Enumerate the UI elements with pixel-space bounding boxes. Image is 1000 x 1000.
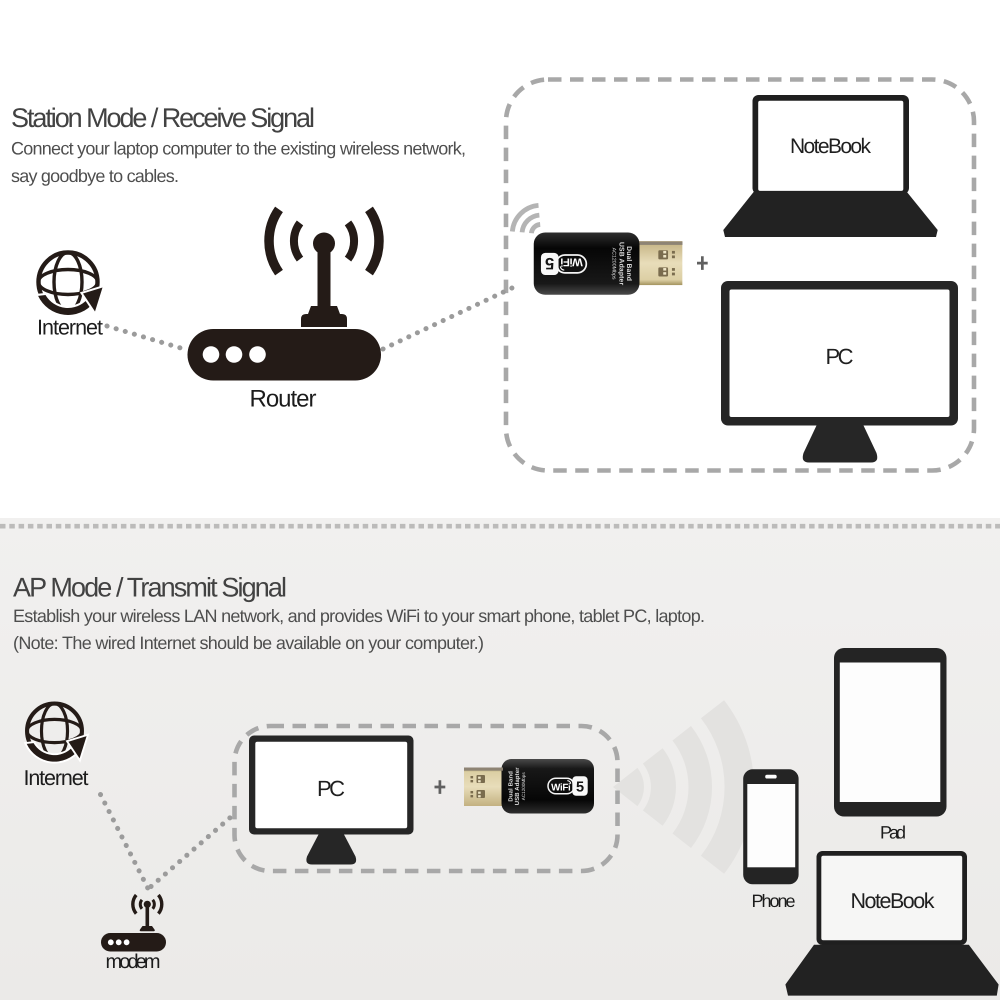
- svg-text:say goodbye to cables.: say goodbye to cables.: [11, 166, 179, 186]
- svg-text:(Note: The wired Internet shou: (Note: The wired Internet should be avai…: [13, 633, 484, 653]
- svg-text:Pad: Pad: [880, 823, 906, 843]
- svg-text:PC: PC: [317, 776, 345, 801]
- svg-text:Establish your wireless LAN ne: Establish your wireless LAN network, and…: [13, 606, 705, 626]
- svg-text:PC: PC: [826, 344, 854, 369]
- svg-text:NoteBook: NoteBook: [851, 889, 935, 913]
- svg-text:Internet: Internet: [37, 316, 103, 340]
- svg-text:modem: modem: [106, 951, 161, 973]
- svg-text:Internet: Internet: [24, 766, 89, 790]
- svg-text:Router: Router: [250, 386, 317, 413]
- svg-text:AP Mode / Transmit Signal: AP Mode / Transmit Signal: [13, 573, 287, 603]
- svg-text:Connect your laptop computer t: Connect your laptop computer to the exis…: [11, 139, 466, 159]
- svg-text:Phone: Phone: [752, 891, 796, 911]
- svg-text:Station Mode / Receive Signal: Station Mode / Receive Signal: [11, 103, 315, 133]
- svg-text:NoteBook: NoteBook: [790, 135, 872, 158]
